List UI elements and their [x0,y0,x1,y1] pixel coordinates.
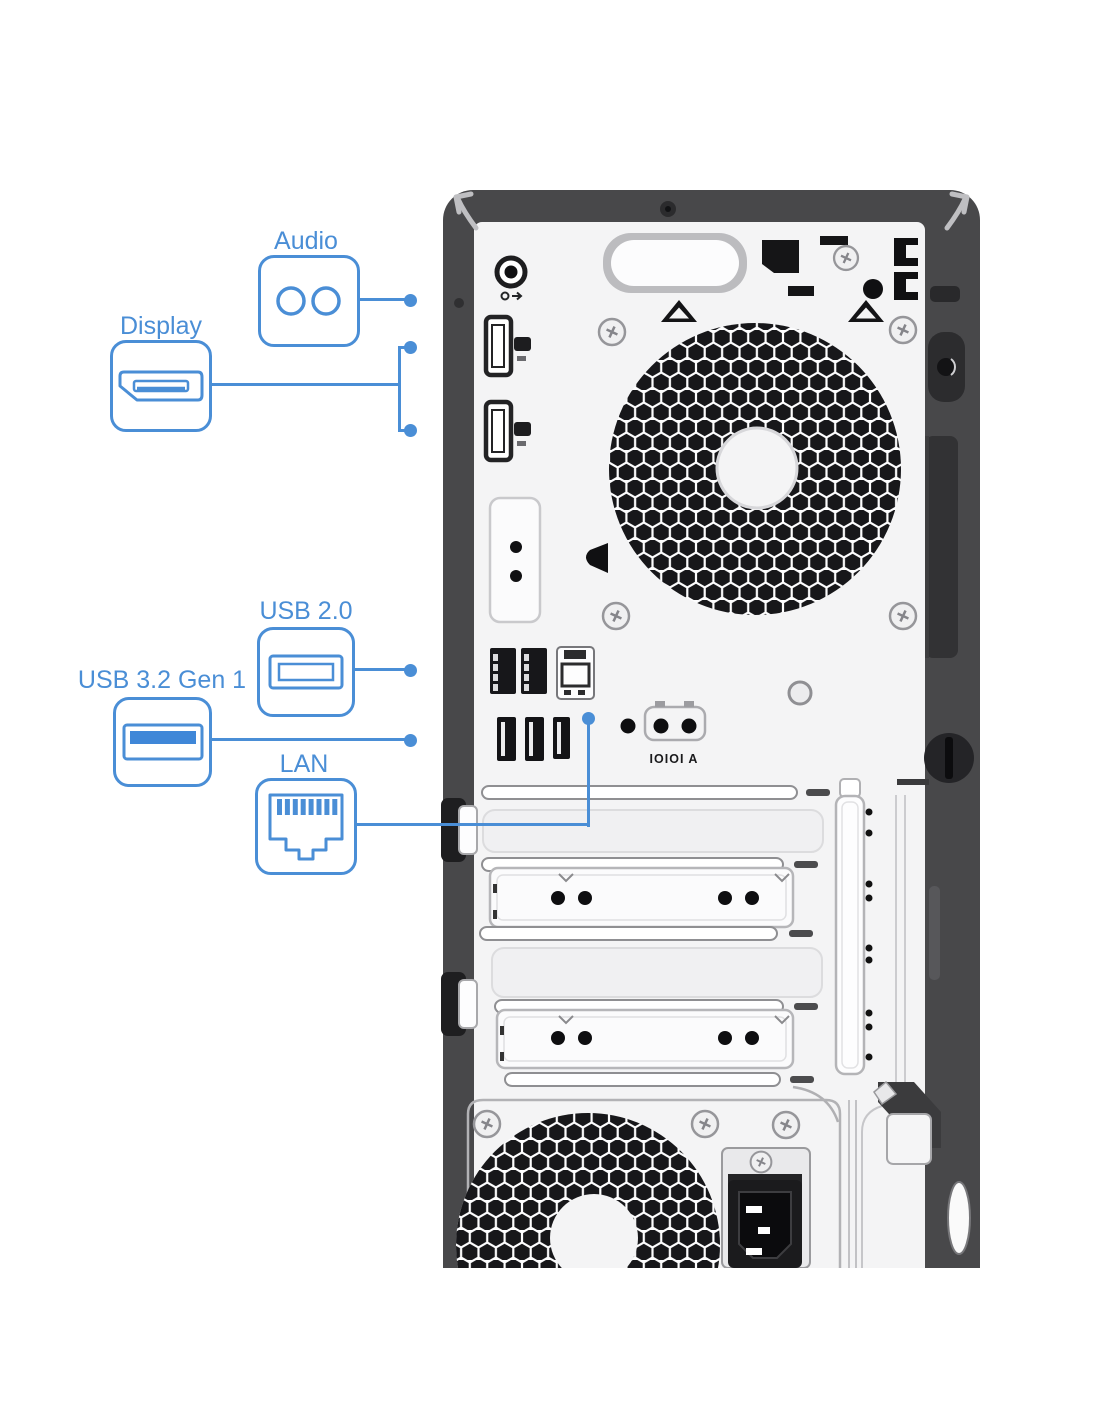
cable-slot [947,1181,971,1255]
displayport-1 [483,314,531,378]
left-bezel-hole [454,298,464,308]
top-rear-cutouts [762,236,920,300]
usb3-callout-dot [404,734,417,747]
chassis-hole [787,680,813,706]
audio-jacks-icon [276,286,341,316]
displayport-icon [118,370,204,402]
rj45-port-icon [268,793,344,860]
usb3-ports [497,717,570,761]
display-bracket-stub-top [398,346,408,349]
left-latch-tabs [441,798,478,1036]
serial-port-marking: IOIOI A [650,752,699,766]
usb2-callout-dot [404,664,417,677]
usb2-ports [490,648,547,694]
slot-blanking-plate-1 [488,866,795,929]
line-out-icon [500,291,523,301]
display-callout-label: Display [120,312,202,340]
power-inlet [721,1147,811,1269]
psu-latch-block [886,1113,932,1165]
usb3-callout-box [113,697,212,787]
audio-callout-line [360,298,406,301]
displayport-2 [483,399,531,463]
usb3-callout-label: USB 3.2 Gen 1 [77,666,247,694]
lan-callout-dot [582,712,595,725]
audio-jack-port [494,255,528,301]
lan-callout-label: LAN [279,750,329,778]
audio-callout-dot [404,294,417,307]
lan-port [556,646,595,700]
usb2-callout-label: USB 2.0 [259,597,353,625]
display-callout-dot-2 [404,424,417,437]
display-callout-line [212,383,399,386]
lan-callout-box [255,778,357,875]
fan-grille [609,323,901,615]
usb2-callout-box [257,627,355,717]
expansion-slot-area [441,778,906,1123]
lan-callout-line-horizontal [357,823,590,826]
slot-blanking-plate-2 [495,1008,795,1070]
usb-a-port-icon [268,654,344,690]
usb2-callout-line [355,668,405,671]
display-callout-bracket [398,346,401,432]
usb3-callout-line [212,738,405,741]
handle-recess [603,233,747,293]
right-bezel-hardware [897,286,974,1255]
corner-arrow-icons [453,191,970,231]
card-retention-rail [834,778,873,1076]
display-callout-box [110,340,212,432]
lan-callout-line-vertical [587,722,590,827]
photo-crop-edge [0,1268,1100,1422]
display-callout-dot-1 [404,341,417,354]
display-bracket-stub-bottom [398,429,408,432]
audio-callout-label: Audio [274,227,338,255]
audio-callout-box [258,255,360,347]
padlock-loop-icons [661,300,884,322]
pointer-mark [586,543,608,573]
serial-port-knockout: IOIOI A [620,701,707,766]
usb-a-3-port-icon [122,723,203,761]
port-knockout-panel [488,496,608,624]
